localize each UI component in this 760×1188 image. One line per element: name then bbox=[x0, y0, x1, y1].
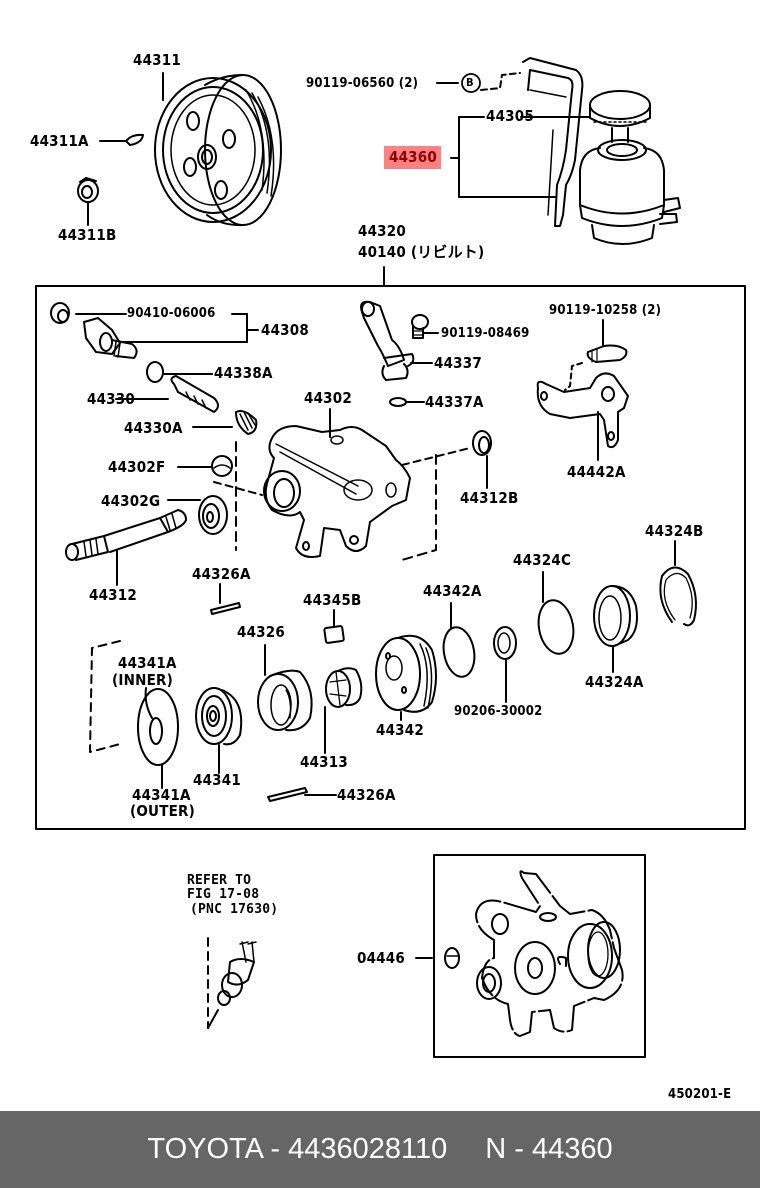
union-oring-drawing bbox=[146, 361, 213, 383]
label-union-bolt[interactable]: 90410-06006 bbox=[127, 306, 216, 321]
label-suction-oring[interactable]: 44337A bbox=[425, 393, 484, 411]
gasket-kit-drawing bbox=[415, 870, 624, 1037]
label-union-oring[interactable]: 44338A bbox=[214, 364, 273, 382]
cover-drawing bbox=[593, 585, 638, 673]
label-rear-plate[interactable]: 44342 bbox=[376, 721, 424, 739]
cover-oring-drawing bbox=[537, 571, 575, 655]
label-side-plate-inner[interactable]: 44341A bbox=[118, 654, 177, 672]
label-gasket-kit[interactable]: 04446 bbox=[357, 949, 405, 967]
label-rear-oring[interactable]: 44342A bbox=[423, 582, 482, 600]
shaft-drawing bbox=[65, 509, 187, 586]
label-bracket-bolt-2[interactable]: 90119-10258 (2) bbox=[549, 303, 662, 318]
label-pump-rebuilt[interactable]: 40140 (リビルト) bbox=[358, 243, 485, 261]
label-reservoir-cap[interactable]: 44305 bbox=[486, 107, 534, 125]
parts-diagram: 44311 44311A 44311B 90119-06560 (2) B 44… bbox=[30, 51, 746, 1102]
valve-spring-drawing bbox=[192, 410, 258, 435]
pump-assembly-frame bbox=[35, 285, 746, 830]
label-reservoir-assy-highlighted[interactable]: 44360 bbox=[384, 146, 441, 169]
refer-note-line-3[interactable]: (PNC 17630) bbox=[190, 902, 279, 917]
vane-drawing bbox=[323, 609, 345, 644]
pulley-drawing bbox=[154, 72, 282, 227]
pulley-key-drawing bbox=[99, 133, 144, 146]
label-suction-port[interactable]: 44337 bbox=[434, 354, 482, 372]
label-rotor[interactable]: 44313 bbox=[300, 753, 348, 771]
rotor-drawing bbox=[324, 667, 363, 754]
label-union-assy[interactable]: 44308 bbox=[261, 321, 309, 339]
label-suction-bolt[interactable]: 90119-08469 bbox=[441, 326, 530, 341]
flow-valve-drawing bbox=[115, 375, 219, 413]
label-flow-valve[interactable]: 44330 bbox=[87, 390, 135, 408]
diagram-code: 450201-E bbox=[668, 1087, 732, 1102]
label-snap-ring[interactable]: 44324B bbox=[645, 522, 704, 540]
suction-oring-drawing bbox=[389, 397, 425, 407]
gasket-kit-frame bbox=[433, 854, 646, 1058]
reference-part-number: N - 44360 bbox=[485, 1133, 613, 1165]
label-oil-seal[interactable]: 44302G bbox=[101, 492, 161, 510]
label-vane[interactable]: 44345B bbox=[303, 591, 362, 609]
pump-bracket-drawing bbox=[536, 319, 629, 461]
label-pump-assy[interactable]: 44320 bbox=[358, 222, 406, 240]
label-cam-ring[interactable]: 44326 bbox=[237, 623, 285, 641]
callout-b: B bbox=[466, 76, 474, 89]
diagram-drawing bbox=[35, 57, 746, 1058]
label-pulley-key[interactable]: 44311A bbox=[30, 132, 89, 150]
union-drawing bbox=[50, 302, 259, 359]
side-plate-drawing bbox=[89, 640, 179, 789]
brand-part-number: TOYOTA - 4436028110 bbox=[147, 1133, 448, 1165]
cam-ring-drawing bbox=[257, 644, 313, 732]
refer-note-line-1: REFER TO bbox=[187, 873, 252, 888]
label-small-snap-ring[interactable]: 90206-30002 bbox=[454, 704, 543, 719]
pin-bottom-drawing bbox=[267, 787, 337, 802]
label-valve-spring[interactable]: 44330A bbox=[124, 419, 183, 437]
label-cover-oring[interactable]: 44324C bbox=[513, 551, 572, 569]
label-pin-top[interactable]: 44326A bbox=[192, 565, 251, 583]
pressure-switch-drawing bbox=[207, 937, 257, 1029]
label-side-plate-outer[interactable]: 44341A bbox=[132, 786, 191, 804]
front-plate-drawing bbox=[195, 687, 243, 774]
label-outer-note: (OUTER) bbox=[130, 802, 195, 820]
pump-body-drawing bbox=[263, 408, 471, 561]
label-front-plate[interactable]: 44341 bbox=[193, 771, 241, 789]
rear-plate-drawing bbox=[375, 634, 437, 721]
snap-ring-drawing bbox=[659, 540, 697, 627]
label-pin-bottom[interactable]: 44326A bbox=[337, 786, 396, 804]
label-cover[interactable]: 44324A bbox=[585, 673, 644, 691]
label-pulley-nut[interactable]: 44311B bbox=[58, 226, 117, 244]
label-pulley[interactable]: 44311 bbox=[133, 51, 181, 69]
reservoir-drawing bbox=[436, 57, 681, 245]
label-bracket-bolt[interactable]: 90119-06560 (2) bbox=[306, 76, 419, 91]
oil-seal-drawing bbox=[167, 495, 228, 535]
refer-note-line-2: FIG 17-08 bbox=[187, 887, 260, 902]
label-pump-body[interactable]: 44302 bbox=[304, 389, 352, 407]
suction-port-drawing bbox=[360, 300, 439, 381]
pin-top-drawing bbox=[210, 583, 241, 615]
plug-drawing bbox=[177, 441, 263, 551]
label-seal-ring[interactable]: 44312B bbox=[460, 489, 519, 507]
label-plug[interactable]: 44302F bbox=[108, 458, 166, 476]
label-inner-note: (INNER) bbox=[112, 671, 173, 689]
small-snap-ring-drawing bbox=[493, 626, 517, 703]
label-pump-bracket[interactable]: 44442A bbox=[567, 463, 626, 481]
pulley-nut-drawing bbox=[77, 177, 99, 226]
part-info-banner: TOYOTA - 4436028110 N - 44360 bbox=[0, 1111, 760, 1188]
label-shaft[interactable]: 44312 bbox=[89, 586, 137, 604]
rear-oring-drawing bbox=[442, 602, 476, 678]
seal-ring-drawing bbox=[472, 430, 492, 489]
